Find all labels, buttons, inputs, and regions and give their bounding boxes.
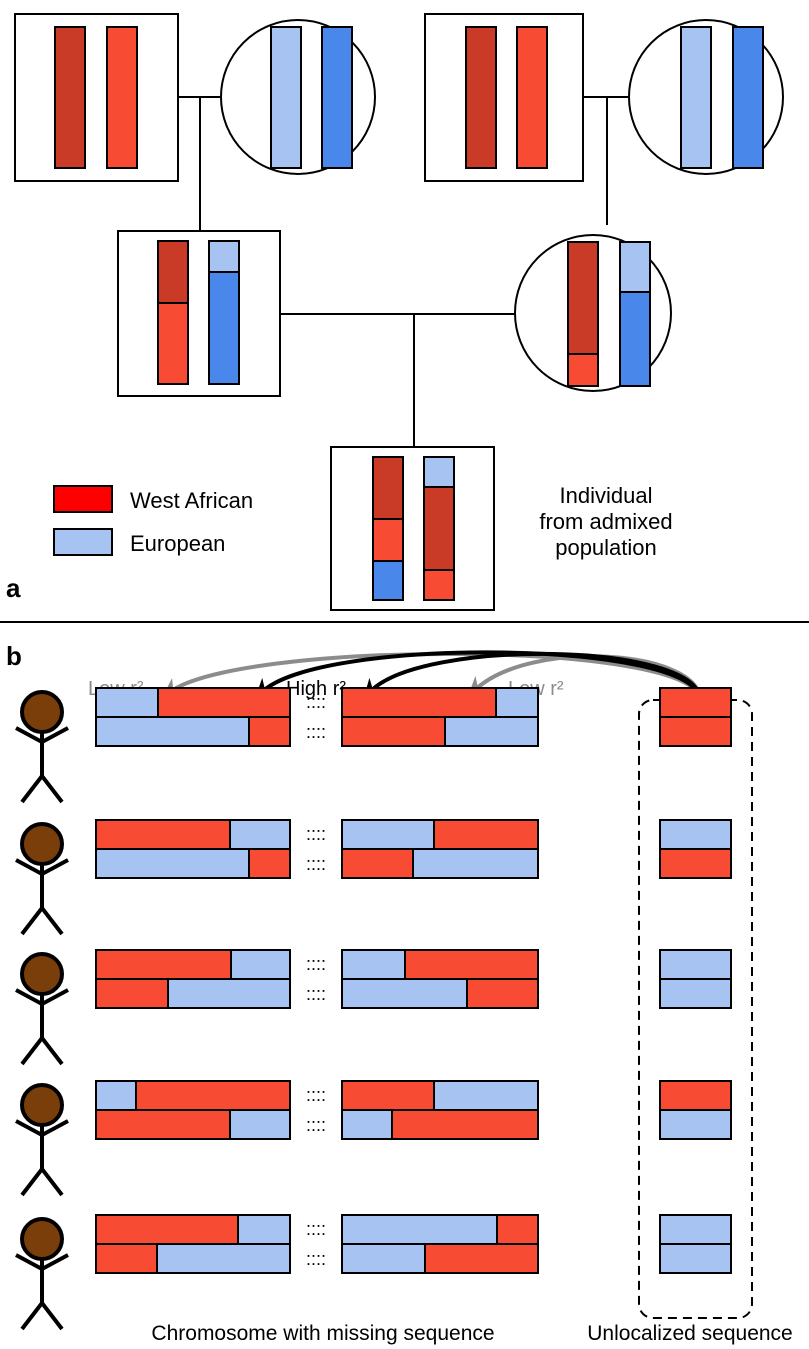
stick-head <box>20 1217 64 1261</box>
legend-label-european: European <box>130 531 225 556</box>
grandfather-right <box>424 13 584 182</box>
stick-figure <box>15 822 69 936</box>
chromosome-left-top <box>95 1080 291 1111</box>
chromosome-left-bottom <box>95 848 291 879</box>
stick-arms <box>15 1253 69 1272</box>
legend: West African European <box>53 485 253 556</box>
stick-arms <box>15 1119 69 1138</box>
legend-swatch-european <box>53 528 113 556</box>
unlocalized-bottom <box>659 848 732 879</box>
stick-head <box>20 1083 64 1127</box>
unlocalized-top <box>659 1080 732 1111</box>
unlocalized-top <box>659 819 732 850</box>
chromosome-right-top <box>341 949 539 980</box>
panel-letter-a: a <box>6 573 21 603</box>
unlocalized-bottom <box>659 1243 732 1274</box>
chromosome-right-top <box>341 1214 539 1245</box>
grandmother-left <box>220 19 376 175</box>
individual-row: :::::::: <box>15 949 732 1066</box>
admixed-label-line-1: Individual <box>560 483 653 508</box>
individual-row: :::::::: <box>15 1080 732 1197</box>
admixed-label-line-2: from admixed <box>539 509 672 534</box>
stick-arms <box>15 988 69 1007</box>
caption-unlocalized: Unlocalized sequence <box>587 1322 792 1345</box>
caption-chromosome: Chromosome with missing sequence <box>151 1322 494 1345</box>
chromosome-left-bottom <box>95 1109 291 1140</box>
stick-head <box>20 952 64 996</box>
gap-dots: :::: <box>306 1249 326 1269</box>
chromosome-left-bottom <box>95 716 291 747</box>
gap-dots: :::: <box>306 722 326 742</box>
gap-dots: :::: <box>306 954 326 974</box>
individual-row: :::::::: <box>15 687 732 804</box>
chromosome-right-bottom <box>341 1243 539 1274</box>
chromosome-left-top <box>95 949 291 980</box>
stick-legs <box>20 904 64 936</box>
chromosome-left-top <box>95 1214 291 1245</box>
gap-dots: :::: <box>306 692 326 712</box>
gap-dots: :::: <box>306 1115 326 1135</box>
admixed-label: Individual from admixed population <box>539 483 672 560</box>
arrow-high-right <box>363 651 702 701</box>
stick-head <box>20 822 64 866</box>
individual-row: :::::::: <box>15 819 732 936</box>
ld-arrows <box>161 650 702 701</box>
gap-dots: :::: <box>306 854 326 874</box>
panel-b: b Low r² High r² Low r² ::::::::::::::::… <box>6 641 793 1345</box>
unlocalized-bottom <box>659 978 732 1009</box>
chromosome-right-top <box>341 1080 539 1111</box>
stick-legs <box>20 772 64 804</box>
panel-a-pedigree: West African European Individual from ad… <box>6 13 784 611</box>
stick-head <box>20 690 64 734</box>
individual-rows: :::::::::::::::::::::::::::::::::::::::: <box>15 687 732 1331</box>
stick-legs <box>20 1165 64 1197</box>
stick-figure <box>15 1217 69 1331</box>
admixed-child <box>330 446 495 611</box>
chromosome-left-bottom <box>95 978 291 1009</box>
pedigree-lines <box>178 96 629 447</box>
arrow-high-left <box>254 650 702 701</box>
r2-label-high: High r² <box>286 678 346 700</box>
individual-row: :::::::: <box>15 1214 732 1331</box>
chromosome-right-bottom <box>341 848 539 879</box>
unlocalized-top <box>659 949 732 980</box>
mother <box>514 234 672 392</box>
chromosome-right-top <box>341 687 539 718</box>
chromosome-left-bottom <box>95 1243 291 1274</box>
chromosome-right-bottom <box>341 978 539 1009</box>
stick-figure <box>15 690 69 804</box>
unlocalized-top <box>659 1214 732 1245</box>
stick-arms <box>15 726 69 745</box>
stick-legs <box>20 1299 64 1331</box>
stick-legs <box>20 1034 64 1066</box>
gap-dots: :::: <box>306 984 326 1004</box>
gap-dots: :::: <box>306 1219 326 1239</box>
unlocalized-bottom <box>659 1109 732 1140</box>
grandfather-left <box>14 13 179 182</box>
chromosome-left-top <box>95 687 291 718</box>
gap-dots: :::: <box>306 1085 326 1105</box>
panel-letter-b: b <box>6 641 22 671</box>
legend-label-west-african: West African <box>130 488 253 513</box>
legend-swatch-west-african <box>53 485 113 513</box>
chromosome-right-bottom <box>341 716 539 747</box>
chromosome-right-bottom <box>341 1109 539 1140</box>
admixed-label-line-3: population <box>555 535 657 560</box>
chromosome-right-top <box>341 819 539 850</box>
stick-arms <box>15 858 69 877</box>
stick-figure <box>15 1083 69 1197</box>
chromosome-left-top <box>95 819 291 850</box>
grandmother-right <box>628 19 784 175</box>
unlocalized-top <box>659 687 732 718</box>
gap-dots: :::: <box>306 824 326 844</box>
father <box>117 230 281 397</box>
unlocalized-bottom <box>659 716 732 747</box>
stick-figure <box>15 952 69 1066</box>
